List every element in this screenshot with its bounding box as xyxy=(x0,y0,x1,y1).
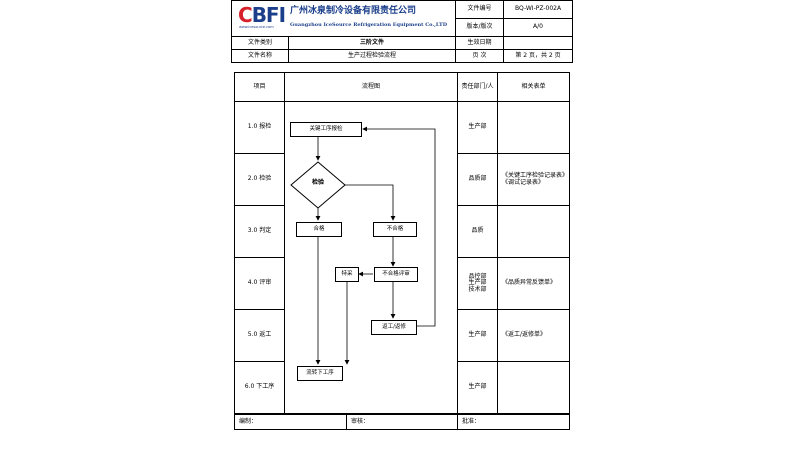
row-forms: 《关键工序检验记录表》 《调试记录表》 xyxy=(497,153,570,206)
row-forms xyxy=(497,205,570,258)
logo-subtitle: www.icesource.com xyxy=(239,25,274,29)
name-value: 生产过程检验流程 xyxy=(287,49,457,63)
row-item: 5.0 返工 xyxy=(234,309,285,362)
company-name-en: Guangzhou IceSource Refrigeration Equipm… xyxy=(290,22,448,28)
table-row: 6.0 下工序 生产部 xyxy=(234,361,570,414)
doc-no-label: 文件编号 xyxy=(455,0,505,19)
page-label: 页 次 xyxy=(455,49,505,63)
row-item: 6.0 下工序 xyxy=(234,361,285,414)
version-value: A/0 xyxy=(503,18,574,37)
signature-footer: 编制： 审核： 批准： xyxy=(234,414,570,430)
company-logo-block: CBFI www.icesource.com 广州冰泉制冷设备有限责任公司 Gu… xyxy=(230,0,457,37)
version-label: 版本/版次 xyxy=(455,18,505,37)
effective-label: 生效日期 xyxy=(455,36,505,50)
flow-pass-box: 合格 xyxy=(296,222,342,237)
col-item-header: 项目 xyxy=(234,72,285,102)
category-value: 三阶文件 xyxy=(287,36,457,50)
effective-value xyxy=(503,36,574,50)
row-dept: 生产部 xyxy=(457,361,498,414)
flow-fail-box: 不合格 xyxy=(373,222,417,237)
flow-next-box: 流转下工序 xyxy=(297,366,343,381)
flow-start-box: 关键工序报检 xyxy=(290,122,362,137)
col-dept-header: 责任部门/人 xyxy=(457,72,498,102)
flowchart-connectors xyxy=(290,126,436,365)
flow-special-box: 特采 xyxy=(335,267,359,282)
row-forms: 《品质异常反馈单》 xyxy=(497,257,570,310)
col-flow-header: 流程图 xyxy=(284,72,458,102)
row-item: 3.0 判定 xyxy=(234,205,285,258)
table-row: 5.0 返工 生产部 《返工/返修单》 xyxy=(234,309,570,362)
row-item: 2.0 检验 xyxy=(234,153,285,206)
row-dept: 品质部 xyxy=(457,153,498,206)
col-forms-header: 相关表单 xyxy=(497,72,570,102)
table-row: 3.0 判定 品质 xyxy=(234,205,570,258)
row-forms xyxy=(497,361,570,414)
category-label: 文件类别 xyxy=(231,36,289,50)
row-item: 4.0 评审 xyxy=(234,257,285,310)
document-header: CBFI www.icesource.com 广州冰泉制冷设备有限责任公司 Gu… xyxy=(230,0,574,63)
process-table: 项目 流程图 责任部门/人 相关表单 1.0 报检 xyxy=(234,72,570,414)
flow-review-box: 不合格评审 xyxy=(374,267,418,282)
reviewer-label: 审核： xyxy=(346,414,458,430)
doc-no-value: BQ-WI-PZ-002A xyxy=(503,0,574,19)
name-label: 文件名称 xyxy=(231,49,289,63)
row-dept: 生产部 xyxy=(457,309,498,362)
editor-label: 编制： xyxy=(234,414,347,430)
flow-decision-label: 检验 xyxy=(311,179,324,186)
row-item: 1.0 报检 xyxy=(234,101,285,154)
company-name-cn: 广州冰泉制冷设备有限责任公司 xyxy=(290,6,417,16)
flow-rework-box: 返工/返修 xyxy=(371,320,417,335)
table-row: 1.0 报检 xyxy=(234,101,570,414)
page-value: 第 2 页，共 2 页 xyxy=(503,49,574,63)
row-forms: 《返工/返修单》 xyxy=(497,309,570,362)
approver-label: 批准： xyxy=(457,414,570,430)
row-dept: 生产部 xyxy=(457,101,498,154)
company-logo: CBFI xyxy=(238,3,286,27)
flowchart: 关键工序报检 检验 合格 不合格 特采 不合格评审 返工/返修 流转下工序 xyxy=(284,101,458,414)
row-forms xyxy=(497,101,570,154)
document-page: CBFI www.icesource.com 广州冰泉制冷设备有限责任公司 Gu… xyxy=(230,0,574,450)
decision-diamond xyxy=(290,161,346,209)
row-dept: 品控部 生产部 技术部 xyxy=(457,257,498,310)
row-dept: 品质 xyxy=(457,205,498,258)
